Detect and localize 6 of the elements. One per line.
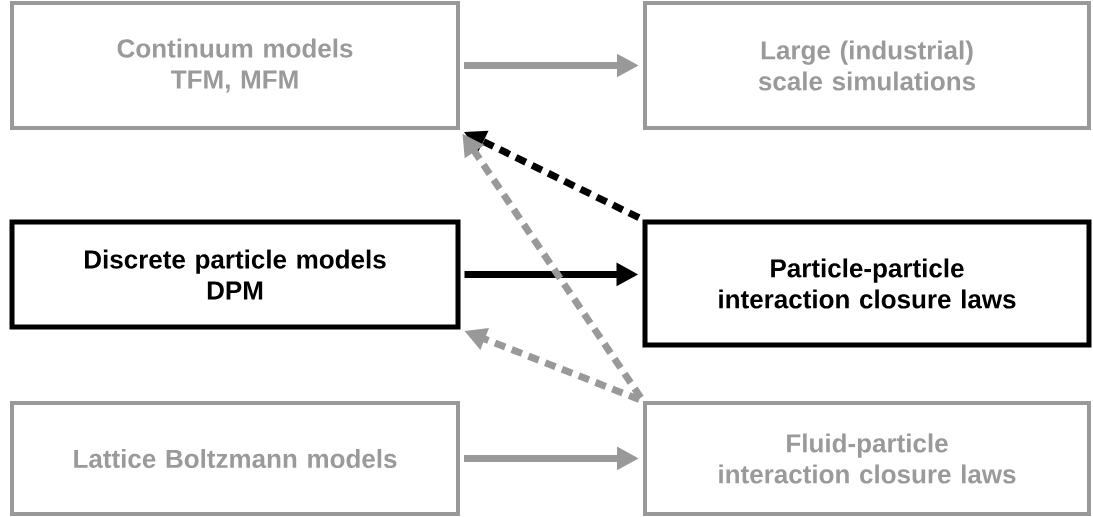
model-box: Discrete particle models DPM [9, 219, 461, 330]
model-box: Lattice Boltzmann models [10, 401, 460, 516]
model-box: Continuum models TFM, MFM [10, 1, 460, 130]
result-box: Fluid-particle interaction closure laws [643, 401, 1091, 516]
result-box: Particle-particle interaction closure laws [642, 219, 1092, 348]
result-box: Large (industrial) scale simulations [643, 1, 1091, 130]
